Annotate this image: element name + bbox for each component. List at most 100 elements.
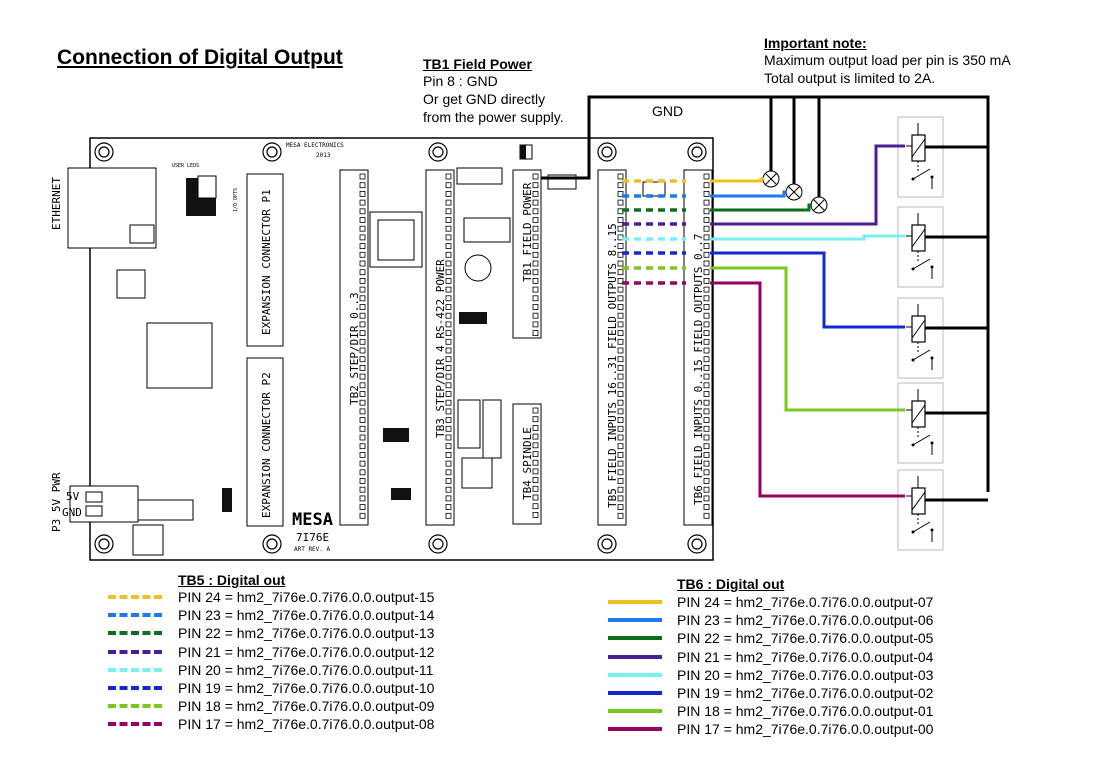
legend-pin-mapping: PIN 22 = hm2_7i76e.0.7i76.0.0.output-05 xyxy=(677,630,934,647)
terminal-pin xyxy=(532,321,539,328)
legend-swatch xyxy=(608,636,662,641)
legend-swatch xyxy=(608,691,662,695)
ethernet-label: ETHERNET xyxy=(50,177,63,230)
terminal-pin xyxy=(617,443,624,450)
terminal-pin xyxy=(703,277,710,284)
terminal-pin xyxy=(359,469,366,476)
terminal-pin xyxy=(532,286,539,293)
terminal-pin xyxy=(532,459,539,466)
tb6-output-wire xyxy=(710,190,787,198)
terminal-pin xyxy=(445,321,452,328)
legend-swatch xyxy=(108,722,162,727)
legend-row: PIN 19 = hm2_7i76e.0.7i76.0.0.output-02 xyxy=(608,684,1028,702)
terminal-pin xyxy=(617,260,624,267)
terminal-pin xyxy=(445,295,452,302)
terminal-pin xyxy=(532,503,539,510)
terminal-pin xyxy=(617,382,624,389)
board-model: 7I76E xyxy=(296,531,329,544)
terminal-pin xyxy=(532,199,539,206)
terminal-pin xyxy=(617,312,624,319)
legend-swatch xyxy=(608,727,662,732)
terminal-pin xyxy=(359,495,366,502)
terminal-pin xyxy=(532,251,539,258)
terminal-pin xyxy=(445,451,452,458)
terminal-pin xyxy=(532,243,539,250)
terminal-pin xyxy=(359,199,366,206)
legend-swatch xyxy=(108,667,162,672)
terminal-pin xyxy=(359,321,366,328)
legend-pin-mapping: PIN 24 = hm2_7i76e.0.7i76.0.0.output-15 xyxy=(178,589,435,605)
terminal-pin xyxy=(703,251,710,258)
terminal-pin xyxy=(532,512,539,518)
terminal-pin xyxy=(617,495,624,502)
terminal-pin xyxy=(617,173,624,180)
tb6-output-wire xyxy=(710,144,905,226)
legend-swatch xyxy=(108,613,162,618)
terminal-pin xyxy=(703,330,710,337)
terminal-pin xyxy=(359,425,366,432)
terminal-pin xyxy=(617,356,624,363)
terminal-pin xyxy=(359,295,366,302)
legend-pin-mapping: PIN 17 = hm2_7i76e.0.7i76.0.0.output-08 xyxy=(178,716,435,733)
terminal-pin xyxy=(617,251,624,258)
tb3-label: TB3 STEP/DIR 4 RS-422 POWER xyxy=(434,259,447,438)
terminal-pin xyxy=(445,330,452,337)
terminal-pin xyxy=(445,286,452,293)
legend-swatch xyxy=(108,631,162,636)
terminal-pin xyxy=(532,304,539,310)
terminal-pin xyxy=(359,260,366,267)
legend-pin-mapping: PIN 20 = hm2_7i76e.0.7i76.0.0.output-11 xyxy=(178,661,434,678)
legend-row: PIN 20 = hm2_7i76e.0.7i76.0.0.output-03 xyxy=(608,666,1028,684)
terminal-pin xyxy=(445,478,452,484)
terminal-pin xyxy=(445,347,452,354)
terminal-pin xyxy=(445,425,452,432)
terminal-pin xyxy=(532,277,539,284)
terminal-pin xyxy=(445,460,452,467)
terminal-pin xyxy=(359,190,366,197)
terminal-pin xyxy=(359,277,366,284)
fpga-chip xyxy=(146,322,213,389)
terminal-pin xyxy=(532,269,539,276)
terminal-pin xyxy=(617,434,624,441)
tb1-note-line: from the power supply. xyxy=(423,109,564,125)
terminal-pin xyxy=(532,190,539,197)
terminal-pin xyxy=(359,217,366,223)
terminal-pin xyxy=(617,425,624,432)
legend-pin-mapping: PIN 22 = hm2_7i76e.0.7i76.0.0.output-13 xyxy=(178,625,435,642)
board-maker: MESA ELECTRONICS xyxy=(286,142,344,149)
terminal-pin xyxy=(703,286,710,293)
terminal-pin xyxy=(703,373,710,380)
terminal-pin xyxy=(703,199,710,206)
terminal-pin xyxy=(703,408,710,415)
terminal-pin xyxy=(445,312,452,319)
board-year: 2013 xyxy=(316,152,331,159)
legend-row: PIN 20 = hm2_7i76e.0.7i76.0.0.output-11 xyxy=(108,661,528,679)
legend-row: PIN 23 = hm2_7i76e.0.7i76.0.0.output-14 xyxy=(108,606,528,624)
terminal-pin xyxy=(532,182,539,189)
tb6-label: TB6 FIELD INPUTS 0..15 FIELD OUTPUTS 0..… xyxy=(692,233,705,505)
terminal-pin xyxy=(445,356,452,363)
terminal-pin xyxy=(532,442,539,449)
terminal-pin xyxy=(617,399,624,406)
terminal-pin xyxy=(703,425,710,432)
legend-row: PIN 24 = hm2_7i76e.0.7i76.0.0.output-07 xyxy=(608,593,1028,611)
terminal-pin xyxy=(359,382,366,389)
terminal-pin xyxy=(703,217,710,223)
terminal-pin xyxy=(359,286,366,293)
board-art-rev: ART REV. A xyxy=(294,546,331,553)
legend-row: PIN 21 = hm2_7i76e.0.7i76.0.0.output-12 xyxy=(108,643,528,661)
legend-swatch xyxy=(608,654,662,659)
terminal-pin xyxy=(445,173,452,180)
terminal-pin xyxy=(703,234,710,241)
terminal-pin xyxy=(617,408,624,415)
terminal-pin xyxy=(445,399,452,406)
terminal-pin xyxy=(445,199,452,206)
terminal-pin xyxy=(617,451,624,458)
terminal-pin xyxy=(703,304,710,310)
terminal-pin xyxy=(617,338,624,345)
legend-row: PIN 17 = hm2_7i76e.0.7i76.0.0.output-08 xyxy=(108,715,528,733)
tb6-output-wire xyxy=(710,177,764,183)
expansion-connector-p1 xyxy=(246,173,284,347)
terminal-pin xyxy=(445,338,452,345)
terminal-pin xyxy=(532,477,539,484)
